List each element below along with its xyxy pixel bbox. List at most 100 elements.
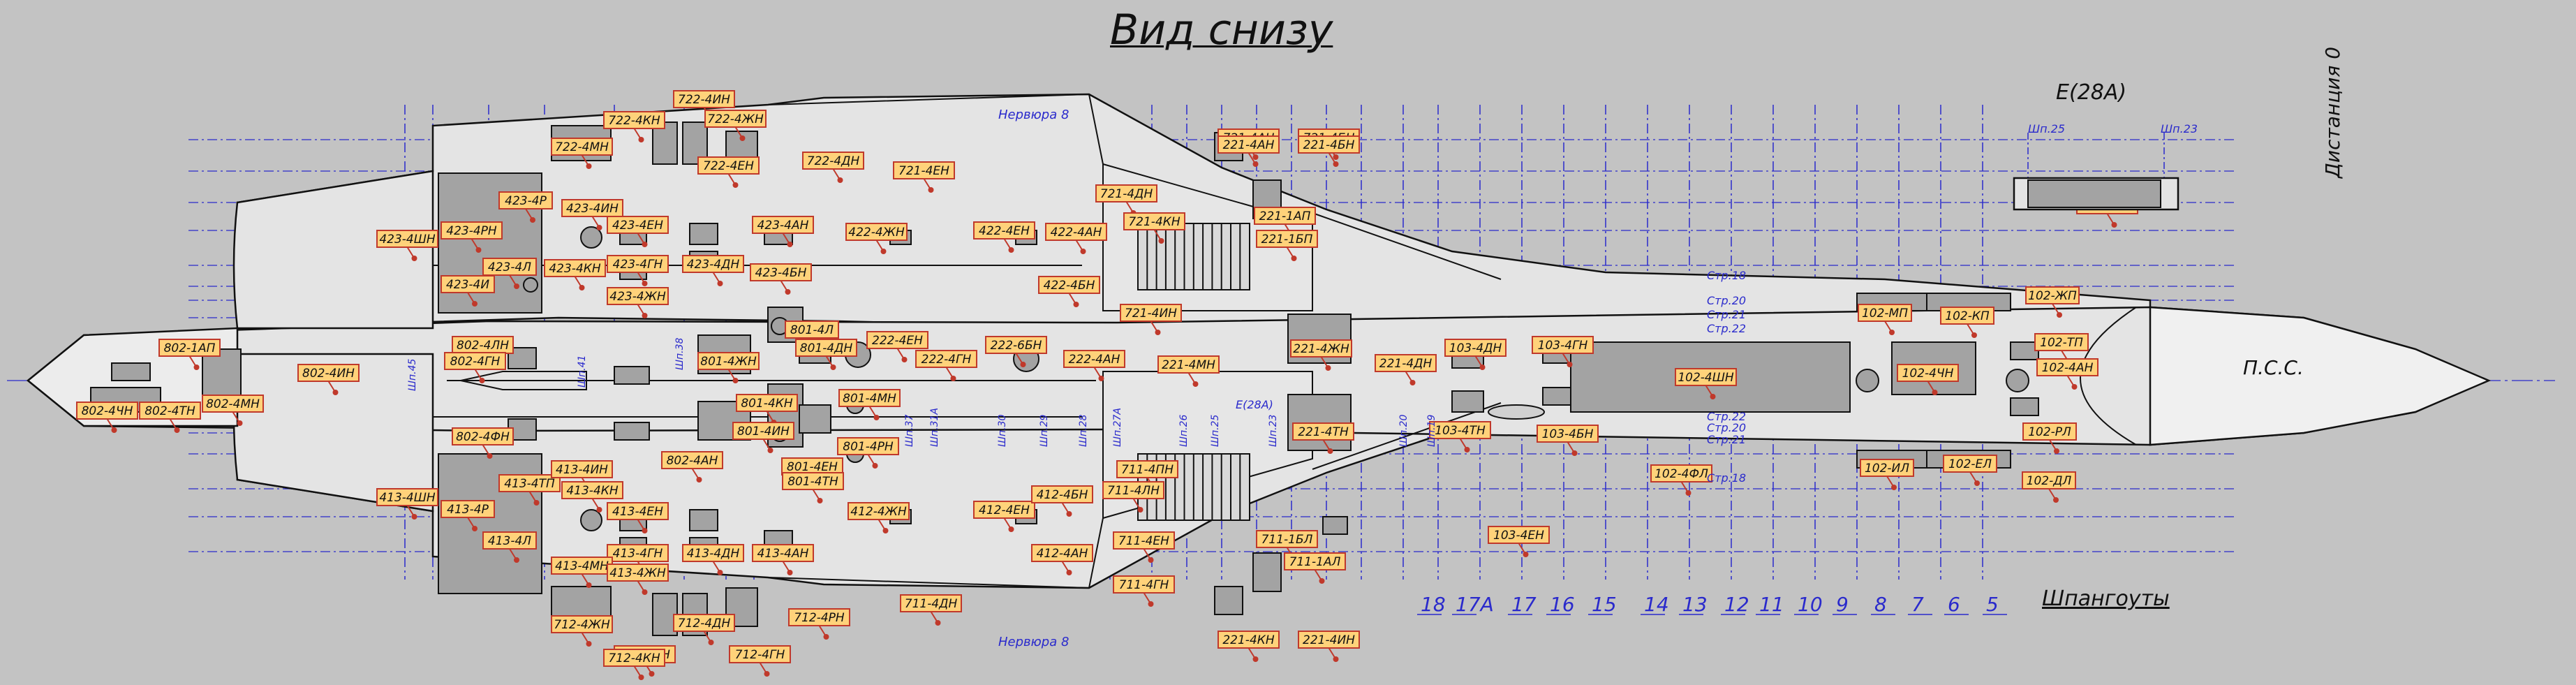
hatch-label: 711-4ЛН <box>1102 481 1164 513</box>
label-text: 413-4МН <box>555 559 609 573</box>
label-box <box>732 422 794 440</box>
label-text: 721-4КН <box>1128 215 1180 229</box>
leader-dot <box>1971 332 1977 338</box>
label-box <box>729 645 791 663</box>
hatch-label: 221-4КН <box>1217 631 1280 662</box>
label-text: 102-4ЧН <box>1902 367 1954 381</box>
hatch-label: 103-4ДН <box>1444 339 1507 370</box>
hatch-label: 413-4ТП <box>498 474 561 506</box>
leader-dot <box>533 500 540 506</box>
leader-dot <box>830 364 836 370</box>
label-text: 221-4АН <box>1223 138 1275 152</box>
label-text: 802-4ГН <box>450 355 501 369</box>
hatch-label: 801-4РН <box>837 437 899 469</box>
station-label: Стр.18 <box>1707 269 1746 282</box>
leader-dot <box>1192 381 1199 387</box>
leader-dot <box>649 671 655 677</box>
hatch-label: 221-1БП <box>1256 230 1318 261</box>
hatch-label: 102-4ШН <box>1675 368 1737 399</box>
panel <box>1252 552 1282 592</box>
hatch-label: 711-1БЛ <box>1256 530 1318 561</box>
leader-dot <box>1252 656 1259 662</box>
label-text: 722-4ЕН <box>703 159 754 173</box>
leader-dot <box>1073 302 1079 307</box>
label-text: 103-4ЕН <box>1493 529 1544 543</box>
leader-dot <box>767 448 773 453</box>
station-label: Шп.37 <box>904 415 915 447</box>
hatch-label: 423-4ЕН <box>607 216 669 247</box>
leader-dot <box>1066 511 1072 517</box>
label-text: 102-МП <box>1862 307 1908 321</box>
frame-number: 9 <box>1836 593 1849 616</box>
label-text: 102-ИЛ <box>1865 462 1909 476</box>
hatch-label: 103-4ГН <box>1532 336 1594 367</box>
leader-dot <box>332 390 339 395</box>
leader-dot <box>530 217 535 223</box>
station-label: Шп.26 <box>1178 415 1190 447</box>
leader-dot <box>1327 448 1333 454</box>
label-text: 712-4ГН <box>735 648 785 662</box>
round-panel <box>580 509 602 531</box>
label-text: 711-4ЕН <box>1118 534 1169 548</box>
label-text: 722-4КН <box>608 114 660 128</box>
station-label: Шп.25 <box>2028 122 2065 135</box>
station-label: Стр.22 <box>1707 322 1746 335</box>
leader-dot <box>880 249 887 254</box>
station-label: Шп.29 <box>1039 415 1050 447</box>
leader-dot <box>696 477 702 483</box>
label-text: 423-4ШН <box>379 233 436 246</box>
leader-dot <box>642 589 648 595</box>
hatch-label: 102-МП <box>1858 304 1912 335</box>
frame-number: 14 <box>1644 593 1669 616</box>
label-text: 423-4Л <box>488 260 531 274</box>
hatch-label: 423-4БН <box>750 263 812 295</box>
label-box <box>1532 336 1594 354</box>
hatch-label: 801-4ТН <box>782 472 844 503</box>
label-box <box>973 501 1035 519</box>
label-text: 721-4ЕН <box>898 164 949 178</box>
leader-dot <box>764 671 770 677</box>
leader-dot <box>837 177 843 183</box>
station-label: Стр.20 <box>1707 421 1746 434</box>
hatch-label: 801-4Л <box>785 321 839 352</box>
label-text: 413-4ИН <box>556 463 608 477</box>
leader-dot <box>1098 376 1104 381</box>
label-text: 423-4АН <box>757 219 809 233</box>
label-text: 102-4ФЛ <box>1655 467 1708 481</box>
label-box <box>673 614 735 632</box>
frame-number: 12 <box>1724 593 1749 616</box>
leader-dot <box>1571 450 1578 456</box>
hatch-label: 221-4ИН <box>1298 631 1360 662</box>
hatch-label: 422-4БН <box>1038 276 1100 307</box>
leader-dot <box>817 498 823 503</box>
oval-panel <box>1488 404 1545 420</box>
label-box <box>452 427 514 445</box>
hatch-label: 801-4ЖН <box>697 352 760 383</box>
label-box <box>551 138 613 156</box>
hatch-label: 412-4БН <box>1031 485 1093 517</box>
leader-dot <box>739 135 746 141</box>
station-label: Шп.20 <box>1398 415 1409 447</box>
frame-number: 17А <box>1456 593 1494 616</box>
drawing-title: Вид снизу <box>1110 6 1333 54</box>
hatch-label: 711-4ГН <box>1113 575 1175 607</box>
label-box <box>1675 368 1737 386</box>
label-box <box>1031 485 1093 503</box>
leader-dot <box>1523 552 1529 557</box>
hatch-label: 221-4ДН <box>1375 354 1437 385</box>
label-box <box>1375 354 1437 372</box>
label-text: 413-4ДН <box>687 547 740 561</box>
label-box <box>1102 481 1164 499</box>
label-box <box>788 608 850 626</box>
station-label: Нервюра 8 <box>998 635 1069 649</box>
hatch-label: 102-ТП <box>2034 333 2089 364</box>
label-text: 103-4ДН <box>1449 341 1502 355</box>
leader-dot <box>475 247 482 253</box>
round-panel <box>580 226 602 249</box>
leader-dot <box>1066 570 1072 575</box>
leader-dot <box>1889 330 1895 335</box>
label-text: 221-4БН <box>1303 138 1355 152</box>
label-text: 413-4Л <box>488 534 531 548</box>
